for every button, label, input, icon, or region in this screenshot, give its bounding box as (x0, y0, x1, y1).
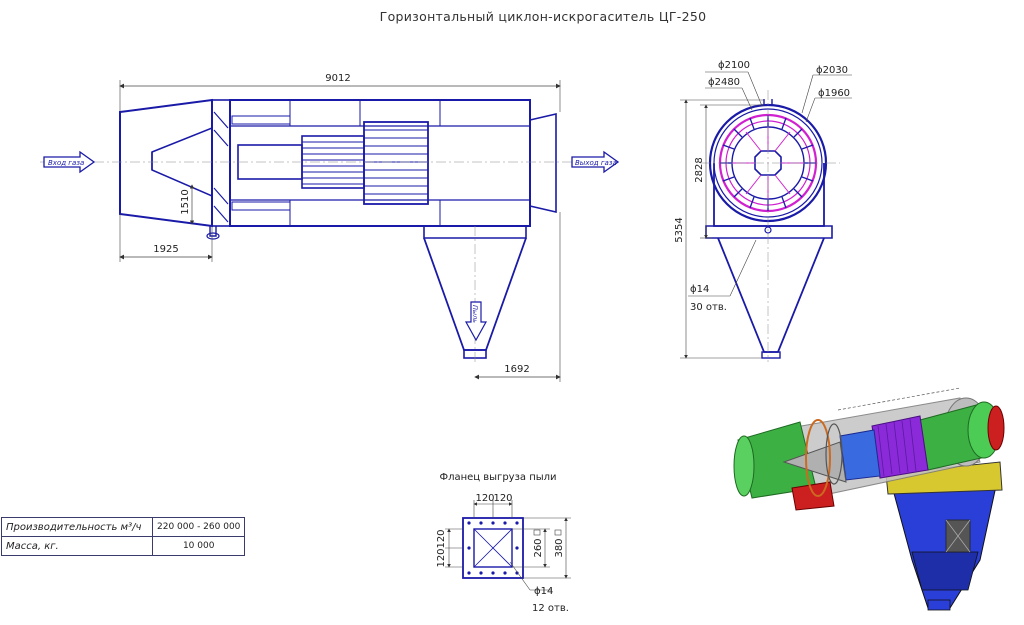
dust-label: Пыль (471, 305, 479, 323)
flange-dim-outer: 380 (554, 538, 565, 557)
side-view (119, 80, 561, 359)
dim-inlet-offset-group: 1925 (119, 214, 213, 262)
flange-dim-120-d: 120 (436, 548, 447, 567)
drawing-title: Горизонтальный циклон-искрогаситель ЦГ-2… (380, 9, 707, 24)
front-view (705, 99, 833, 359)
front-dim-2828: 2828 (694, 157, 705, 182)
flange-dim-120-a: 120 (475, 493, 494, 504)
dim-inlet-height: 1510 (180, 189, 191, 214)
dust-arrow: Пыль (464, 301, 488, 342)
dim-inlet-offset: 1925 (153, 244, 178, 255)
front-dim-2030: ϕ2030 (816, 65, 848, 76)
table-row: Производительность м³/ч 220 000 - 260 00… (1, 517, 246, 537)
spec-label-mass: Масса, кг. (1, 536, 153, 556)
front-dim-2100: ϕ2100 (718, 60, 750, 71)
flange-square-mark-inner (533, 529, 541, 536)
flange-view (462, 517, 524, 579)
spec-value-capacity: 220 000 - 260 000 (151, 517, 246, 537)
inlet-arrow: Вход газа (43, 150, 96, 174)
flange-dim-inner: 260 (533, 538, 544, 557)
flange-caption: Фланец выгруза пыли (439, 472, 556, 483)
flange-dim-120-c: 120 (436, 529, 447, 548)
flange-square-mark-outer (554, 529, 562, 536)
spec-table: Производительность м³/ч 220 000 - 260 00… (1, 517, 246, 556)
front-hole-dia: ϕ14 (690, 284, 709, 295)
front-dim-5354: 5354 (674, 217, 685, 242)
front-hole-count: 30 отв. (690, 302, 727, 313)
outlet-arrow: Выход газа (571, 150, 620, 174)
spec-label-capacity: Производительность м³/ч (1, 517, 153, 537)
table-row: Масса, кг. 10 000 (1, 536, 246, 556)
dim-hopper: 1692 (504, 364, 529, 375)
dim-inlet-height-group: 1510 (180, 184, 195, 225)
flange-hole-dia: ϕ14 (534, 586, 553, 597)
inlet-label: Вход газа (48, 159, 84, 167)
isometric-render (733, 387, 1005, 611)
dim-hopper-group: 1692 (474, 212, 561, 382)
flange-dim-120-b: 120 (493, 493, 512, 504)
flange-dim-lines (445, 500, 571, 591)
outlet-label: Выход газа (575, 159, 617, 167)
front-dim-lines (680, 71, 852, 359)
front-dim-1960: ϕ1960 (818, 88, 850, 99)
flange-holes (467, 521, 519, 575)
flange-hole-count: 12 отв. (532, 603, 569, 614)
spec-value-mass: 10 000 (151, 536, 246, 556)
dim-length: 9012 (325, 73, 350, 84)
front-dim-2480: ϕ2480 (708, 77, 740, 88)
